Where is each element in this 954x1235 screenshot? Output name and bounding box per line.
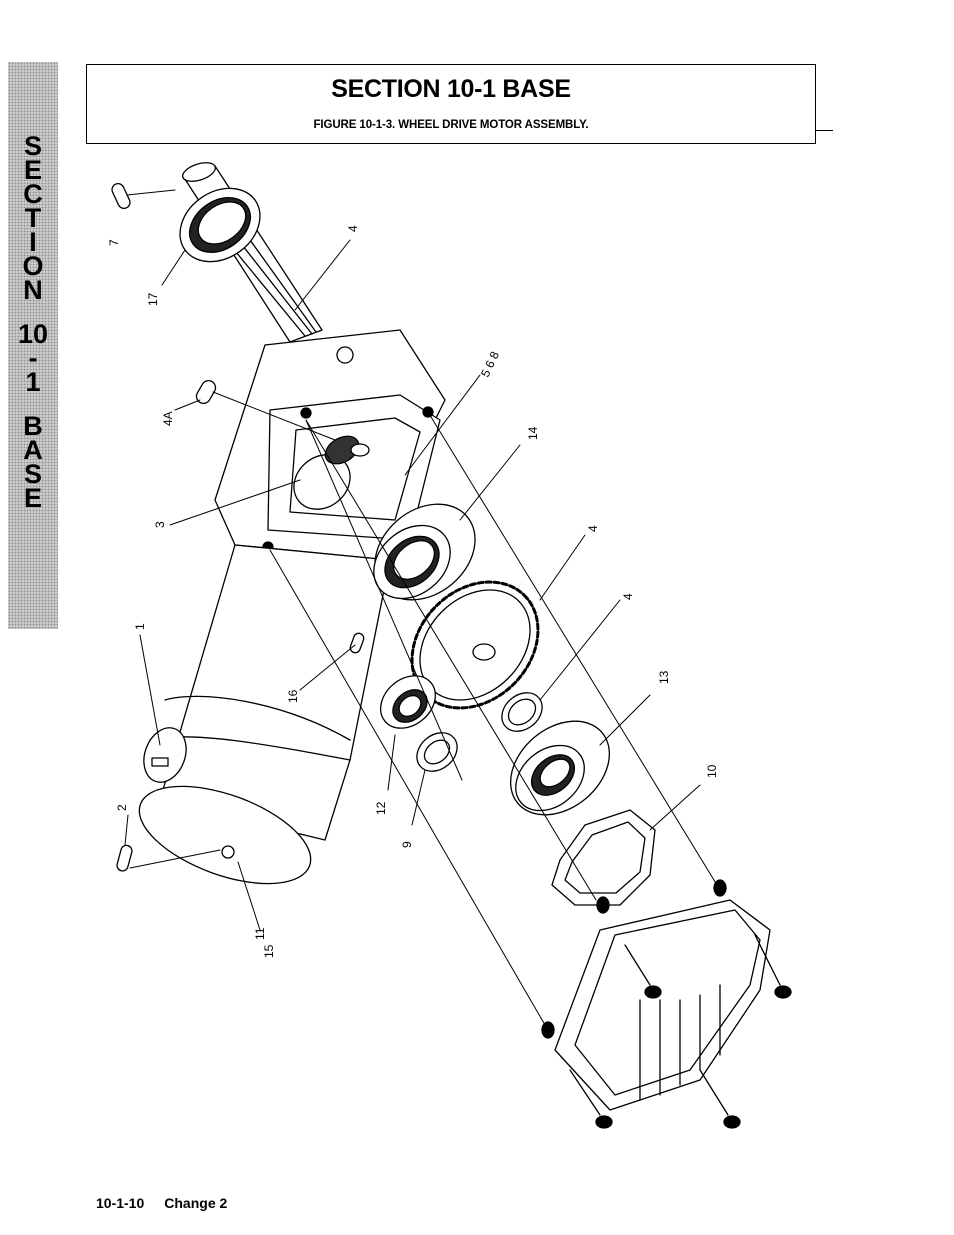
key-4a [195,380,217,404]
retaining-ring [501,692,543,732]
callout-4a: 4A [161,411,175,426]
callout-5-6-8: 5 6 8 [478,349,502,379]
key-16 [349,632,365,654]
shaft-seal [179,187,261,263]
callout-2: 2 [115,804,129,811]
callout-3: 3 [153,521,167,528]
cover-bolts [541,879,792,1129]
bearing-13 [509,720,611,816]
callout-11: 11 [253,927,267,940]
alignment-lines [269,411,718,1026]
side-letter: A [23,435,43,465]
side-letter: I [29,227,37,257]
callout-4-right: 4 [621,593,635,600]
bearing-12 [380,675,436,729]
washer-9 [416,732,458,772]
callout-14: 14 [526,426,540,440]
figure-caption: FIGURE 10-1-3. WHEEL DRIVE MOTOR ASSEMBL… [313,119,589,131]
callout-leaders [124,189,701,931]
side-tab-letters: S E C T I O N 10 - 1 B A S E [8,131,58,513]
callout-4-mid: 4 [586,525,600,532]
page-footer: 10-1-10 Change 2 [96,1195,227,1211]
spur-gear [410,580,540,710]
motor-body [138,544,391,885]
callout-9: 9 [400,841,414,848]
side-letter: S [23,459,42,489]
callout-16: 16 [286,689,300,703]
callout-1: 1 [133,623,147,630]
side-letter: B [23,411,43,441]
gasket-10 [551,809,656,906]
callout-12: 12 [374,801,388,815]
callout-10: 10 [705,764,719,778]
side-letter: E [23,155,42,185]
section-header-box: SECTION 10-1 BASE FIGURE 10-1-3. WHEEL D… [86,64,816,144]
side-letter: C [23,179,43,209]
key-7 [111,183,131,209]
end-cover [554,899,771,1111]
header-tick-mark [816,130,833,131]
side-letter: E [23,483,42,513]
side-letter: - [28,343,38,373]
callout-13: 13 [657,670,671,684]
side-letter: S [23,131,42,161]
page-number: 10-1-10 [96,1195,145,1211]
side-letter: 10 [17,319,49,349]
callout-4-top: 4 [346,225,360,232]
side-letter: T [24,203,42,233]
change-label: Change 2 [164,1195,228,1211]
side-letter: 1 [25,367,41,397]
callout-15: 15 [262,944,276,958]
section-title: SECTION 10-1 BASE [331,75,571,103]
side-letter: O [22,251,44,281]
side-letter: N [23,275,43,305]
callout-17: 17 [146,292,160,306]
callout-7: 7 [107,239,121,246]
key-2 [116,844,133,872]
section-side-tab: S E C T I O N 10 - 1 B A S E [8,62,58,629]
